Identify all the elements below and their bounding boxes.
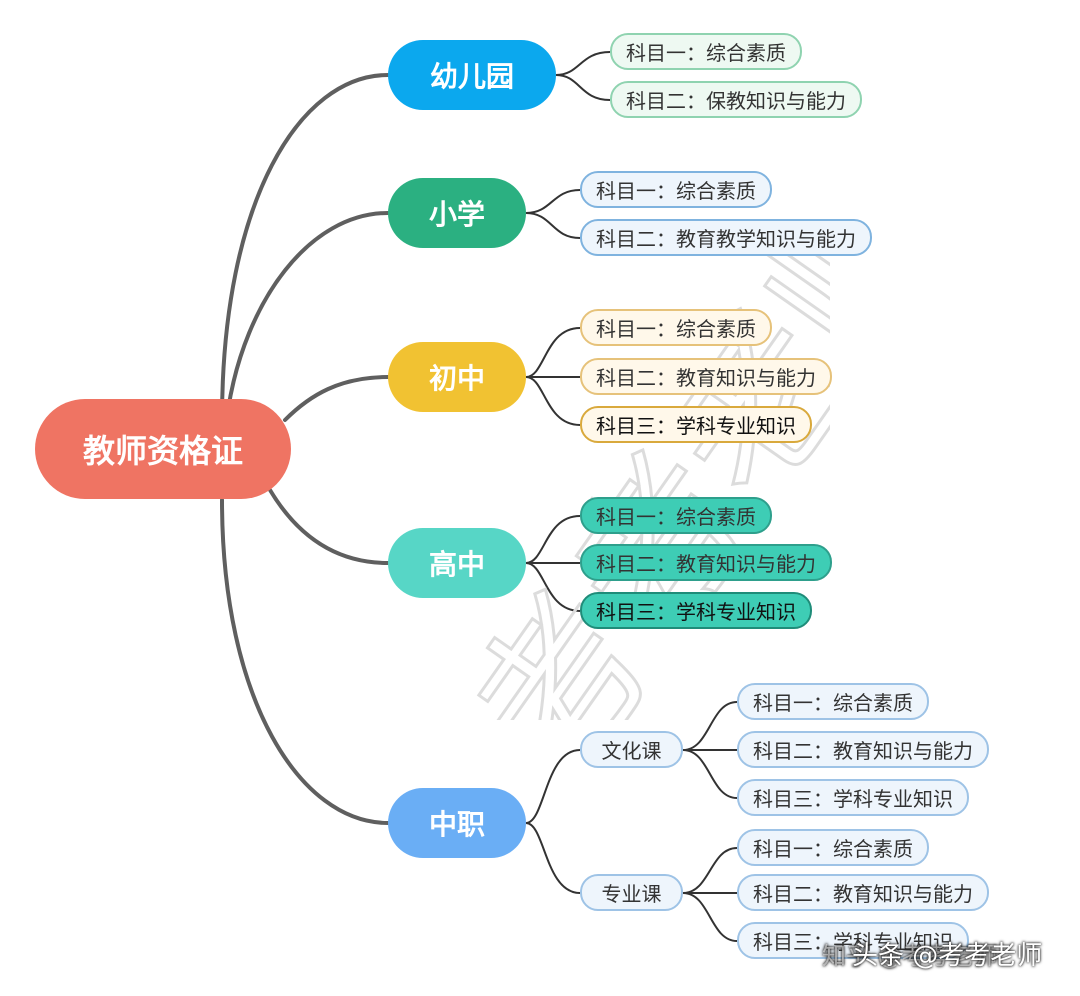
leaf-junior-subject2: 科目二：教育知识与能力 xyxy=(580,358,832,395)
connector-root-kindergarten xyxy=(220,73,390,422)
leaf-culture-subject1: 科目一：综合素质 xyxy=(737,683,929,720)
leaf-primary-subject2: 科目二：教育教学知识与能力 xyxy=(580,219,872,256)
leaf-primary-subject1: 科目一：综合素质 xyxy=(580,171,772,208)
branch-senior: 高中 xyxy=(388,528,526,598)
leaf-senior-subject1: 科目一：综合素质 xyxy=(580,497,772,534)
group-professional-course: 专业课 xyxy=(580,874,683,911)
footer-faded-credit: 知乎 @考考老师 xyxy=(822,942,998,970)
branch-kindergarten: 幼儿园 xyxy=(388,40,556,110)
leaf-culture-subject3: 科目三：学科专业知识 xyxy=(737,779,969,816)
connector-root-vocational xyxy=(220,498,390,825)
leaf-kindergarten-subject2: 科目二：保教知识与能力 xyxy=(610,81,862,118)
leaf-professional-subject3: 科目三：学科专业知识 xyxy=(737,922,969,959)
connector-root-primary xyxy=(226,211,390,412)
branch-junior: 初中 xyxy=(388,342,526,412)
leaf-junior-subject3: 科目三：学科专业知识 xyxy=(580,406,812,443)
branch-vocational: 中职 xyxy=(388,788,526,858)
footer-label: 头条 @考考老师 xyxy=(852,940,1043,971)
leaf-senior-subject3: 科目三：学科专业知识 xyxy=(580,592,812,629)
leaf-professional-subject2: 科目二：教育知识与能力 xyxy=(737,874,989,911)
leaf-professional-subject1: 科目一：综合素质 xyxy=(737,829,929,866)
leaf-culture-subject2: 科目二：教育知识与能力 xyxy=(737,731,989,768)
leaf-junior-subject1: 科目一：综合素质 xyxy=(580,309,772,346)
connector-root-junior xyxy=(283,375,390,422)
leaf-kindergarten-subject1: 科目一：综合素质 xyxy=(610,33,802,70)
branch-primary: 小学 xyxy=(388,178,526,248)
connector-root-senior xyxy=(268,488,390,565)
leaf-senior-subject2: 科目二：教育知识与能力 xyxy=(580,544,832,581)
root-node: 教师资格证 xyxy=(35,399,291,499)
footer-credit: 知乎 @考考老师 头条 @考考老师 xyxy=(822,930,1042,976)
group-culture-course: 文化课 xyxy=(580,731,683,768)
